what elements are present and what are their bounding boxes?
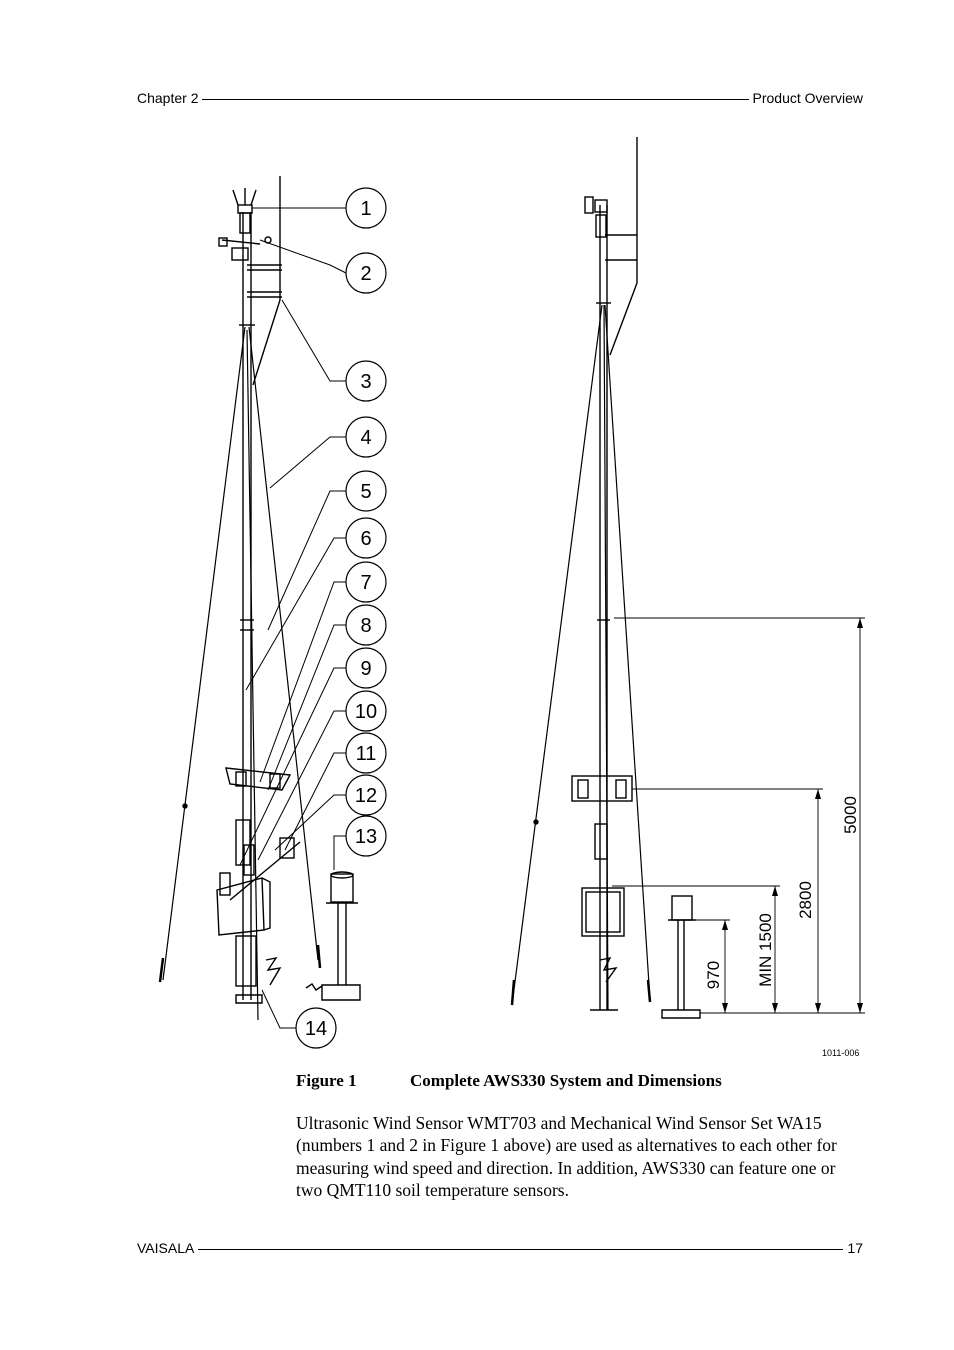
page-footer: VAISALA 17	[137, 1240, 863, 1256]
callout-12: 12	[355, 785, 377, 807]
header-chapter: Chapter 2	[137, 90, 199, 106]
callout-5: 5	[360, 481, 371, 503]
callout-circles	[295, 187, 387, 1049]
dimension-labels: 5000 2800 MIN 1500 970	[704, 796, 860, 989]
right-enclosure	[581, 887, 625, 1011]
caption-title: Complete AWS330 System and Dimensions	[410, 1071, 722, 1090]
aws330-figure: 1 2 3 4 5 6 7 8 9 10 11 12 13 14 5000 28…	[158, 137, 865, 1049]
header-section: Product Overview	[752, 90, 863, 106]
left-mid-equipment	[225, 767, 301, 901]
right-mast	[596, 205, 611, 1010]
right-rain-gauge	[661, 895, 701, 1019]
figure-caption: Figure 1 Complete AWS330 System and Dimen…	[296, 1071, 722, 1091]
footer-rule	[198, 1249, 844, 1250]
callout-13: 13	[355, 826, 377, 848]
right-guy-wires	[511, 304, 651, 1011]
callout-labels: 1 2 3 4 5 6 7 8 9 10 11 12 13 14	[305, 198, 377, 1040]
left-tilt-frame	[247, 176, 282, 386]
dim-5000: 5000	[841, 796, 860, 834]
callout-4: 4	[360, 427, 371, 449]
callout-11: 11	[356, 743, 377, 765]
figure-id: 1011-006	[822, 1048, 860, 1058]
right-anchors	[510, 979, 652, 1006]
callout-10: 10	[355, 701, 377, 723]
right-tilt-frame	[605, 137, 638, 356]
header-rule	[202, 99, 749, 100]
left-guy-wires	[162, 326, 319, 1021]
right-mid-equipment	[571, 775, 633, 860]
left-rain-gauge	[305, 871, 361, 1001]
callout-2: 2	[360, 263, 371, 285]
dimension-lines	[612, 617, 865, 1014]
footer-company: VAISALA	[137, 1240, 195, 1256]
dim-2800: 2800	[796, 881, 815, 919]
left-wind-sensor	[218, 188, 272, 261]
callout-3: 3	[360, 371, 371, 393]
dim-min1500: MIN 1500	[756, 913, 775, 987]
page-header: Chapter 2 Product Overview	[137, 90, 863, 106]
callout-9: 9	[360, 658, 371, 680]
caption-number: Figure 1	[296, 1071, 357, 1090]
body-paragraph: Ultrasonic Wind Sensor WMT703 and Mechan…	[296, 1113, 837, 1200]
dim-970: 970	[704, 961, 723, 989]
callout-7: 7	[360, 572, 371, 594]
right-wind-sensor	[584, 196, 608, 238]
callout-6: 6	[360, 528, 371, 550]
callout-8: 8	[360, 615, 371, 637]
page-number: 17	[847, 1240, 863, 1256]
callout-1: 1	[360, 198, 371, 220]
callout-14: 14	[305, 1018, 327, 1040]
callout-leaders	[239, 207, 347, 1029]
left-enclosure	[216, 872, 282, 1004]
dimension-arrows	[722, 618, 863, 1013]
left-anchors	[158, 944, 322, 983]
